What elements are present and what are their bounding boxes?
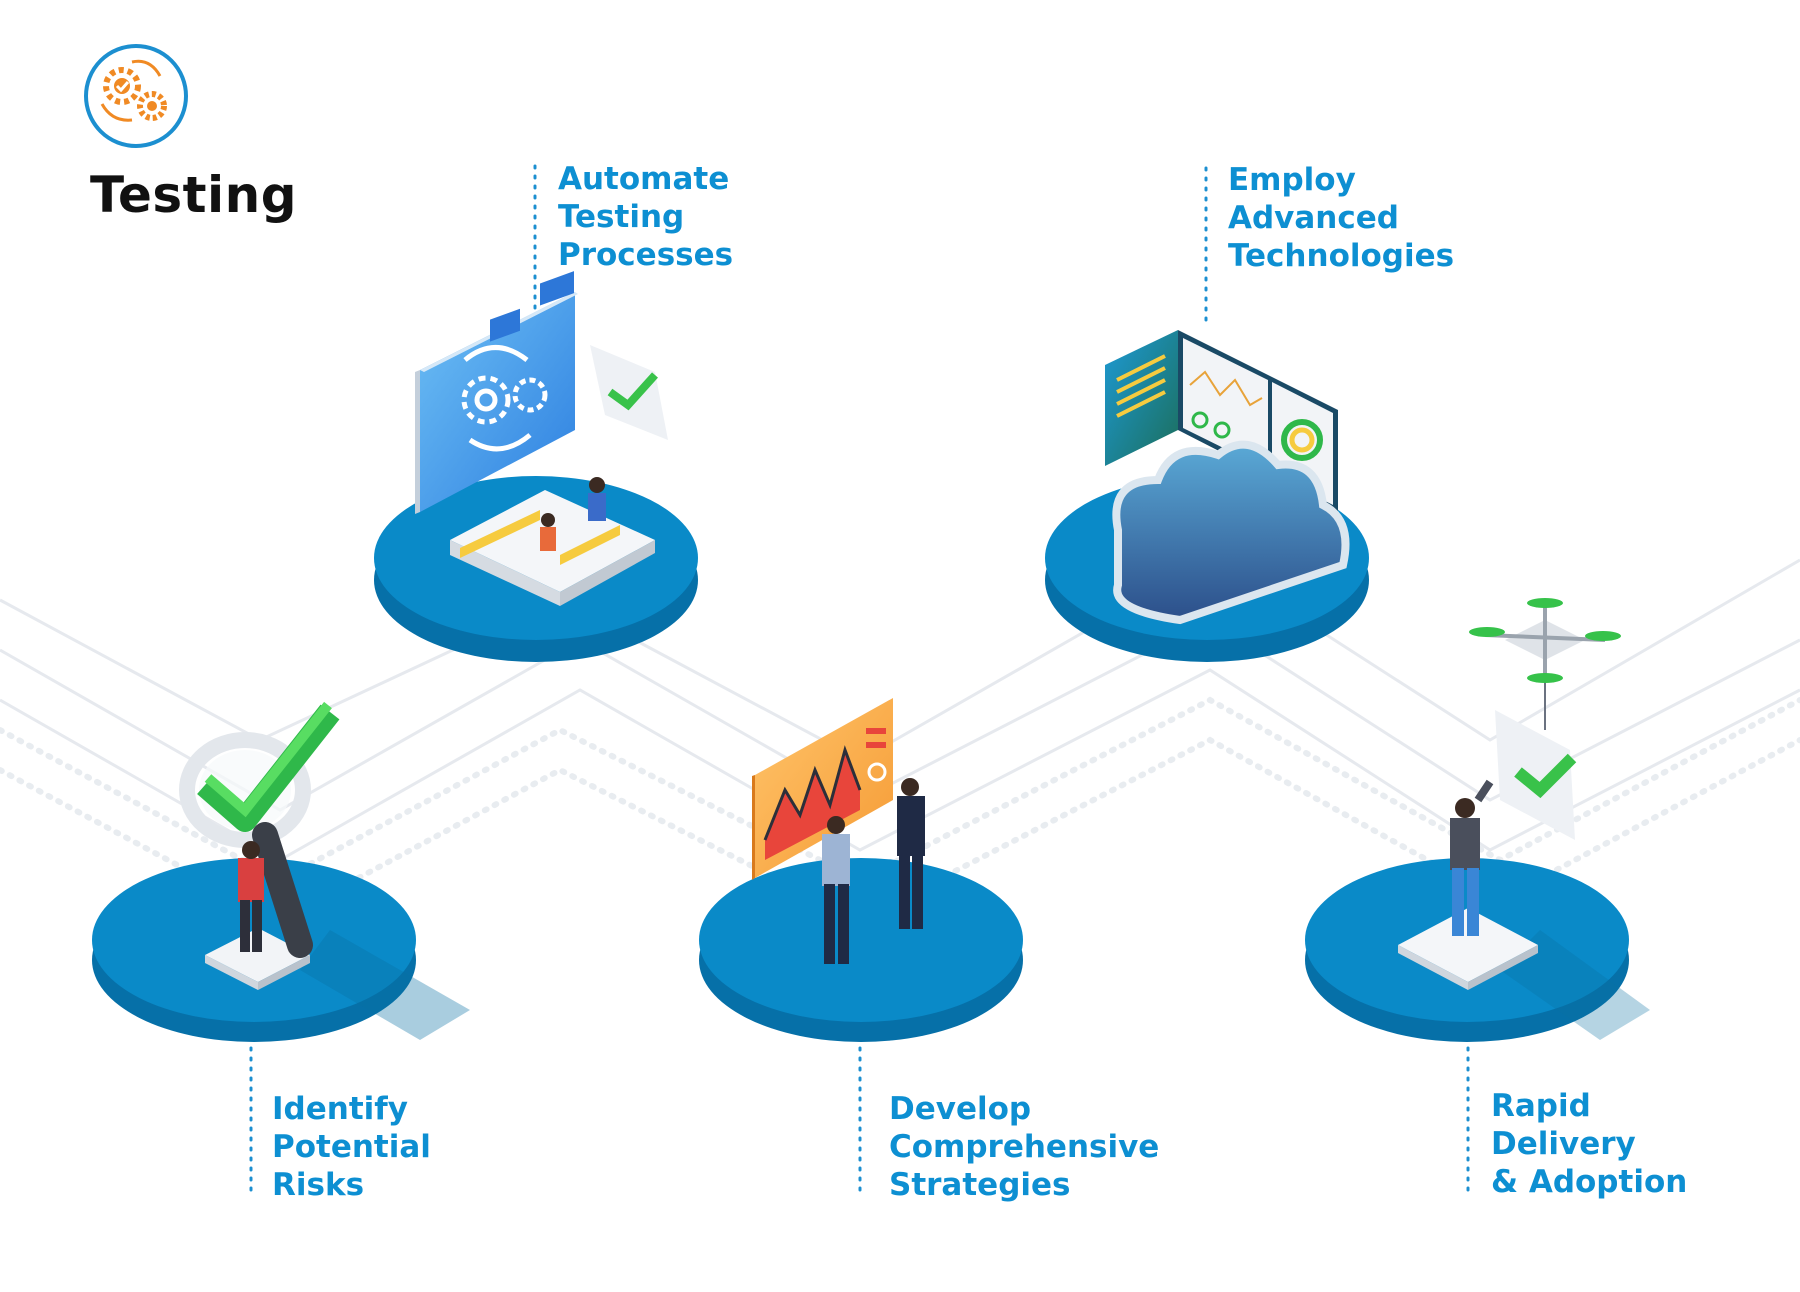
step-label-employ: Employ Advanced Technologies bbox=[1228, 161, 1454, 275]
step-label-line: Potential bbox=[272, 1129, 431, 1165]
label-connectors bbox=[249, 164, 1470, 1198]
step-label-line: Testing bbox=[558, 199, 685, 235]
gear-monitor-workstation-illustration bbox=[415, 271, 668, 606]
step-label-line: Comprehensive bbox=[889, 1129, 1160, 1165]
step-label-line: Automate bbox=[558, 161, 730, 197]
step-label-line: Delivery bbox=[1491, 1126, 1636, 1162]
step-label-line: Strategies bbox=[889, 1167, 1071, 1203]
platform-develop bbox=[699, 858, 1023, 1042]
step-label-line: & Adoption bbox=[1491, 1164, 1688, 1200]
page-title: Testing bbox=[90, 166, 298, 224]
step-label-line: Develop bbox=[889, 1091, 1032, 1127]
step-label-line: Risks bbox=[272, 1167, 365, 1203]
step-label-line: Processes bbox=[558, 237, 734, 273]
step-label-identify: Identify Potential Risks bbox=[272, 1090, 431, 1204]
chart-board-team-illustration bbox=[752, 698, 925, 964]
step-label-rapid: Rapid Delivery & Adoption bbox=[1491, 1087, 1687, 1201]
gears-cycle-icon bbox=[84, 44, 188, 148]
drone-delivery-illustration bbox=[1398, 598, 1621, 990]
step-label-line: Rapid bbox=[1491, 1088, 1591, 1124]
step-label-automate: Automate Testing Processes bbox=[558, 160, 733, 274]
step-label-line: Technologies bbox=[1228, 238, 1455, 274]
magnifier-checkmark-illustration bbox=[179, 701, 340, 990]
step-label-line: Identify bbox=[272, 1091, 408, 1127]
step-label-line: Employ bbox=[1228, 162, 1356, 198]
step-label-line: Advanced bbox=[1228, 200, 1399, 236]
cloud-dashboard-illustration bbox=[1105, 330, 1350, 625]
step-label-develop: Develop Comprehensive Strategies bbox=[889, 1090, 1159, 1204]
